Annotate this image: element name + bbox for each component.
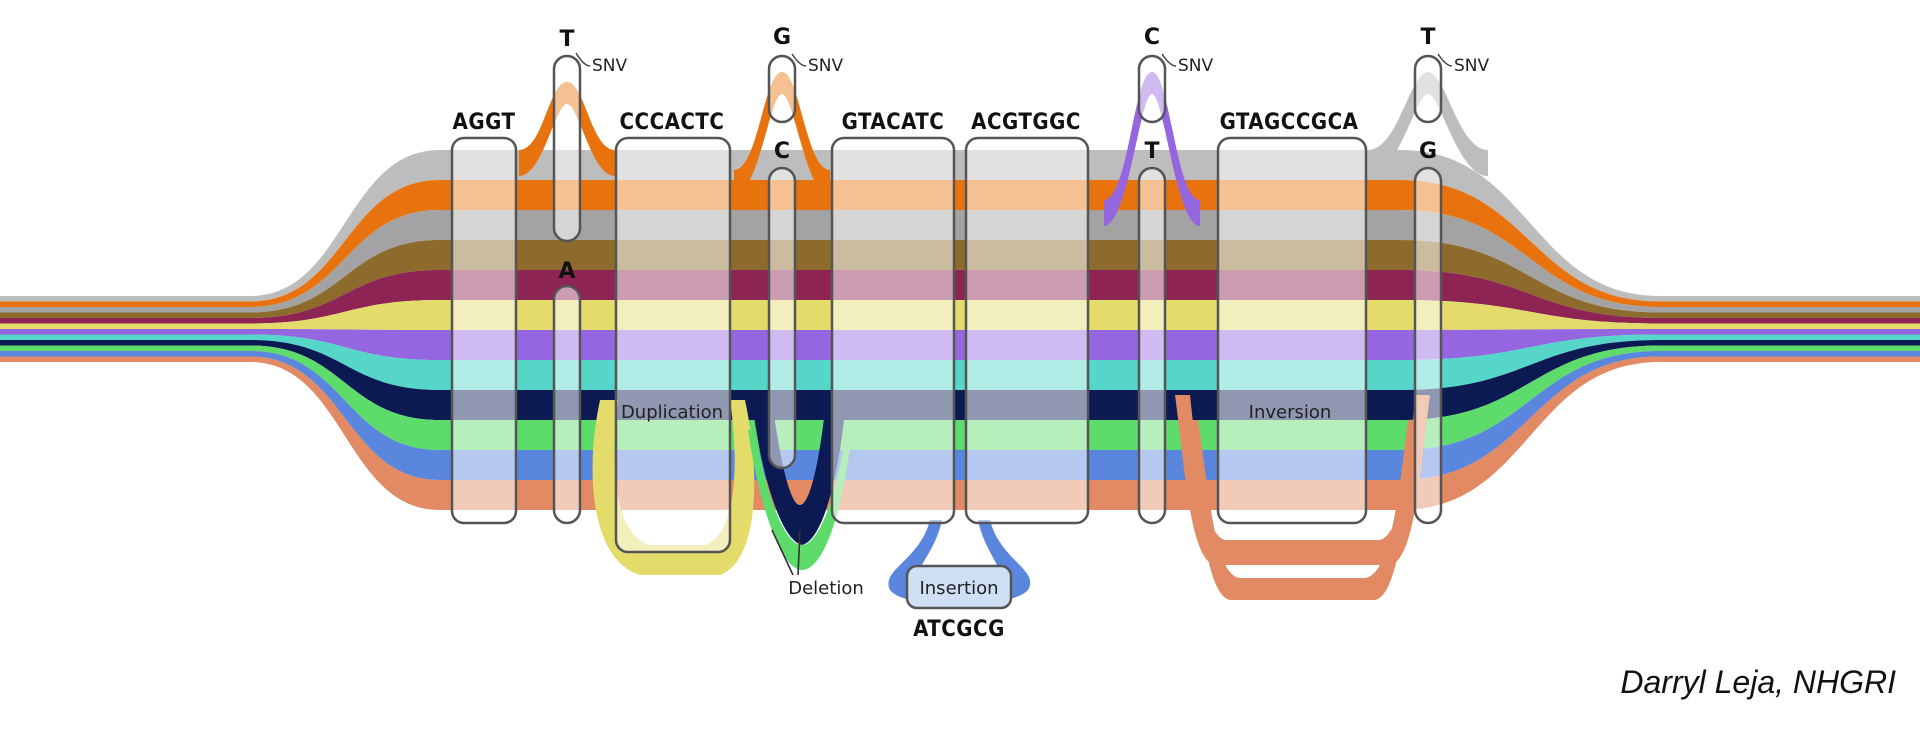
snv4-top-box [1413, 54, 1443, 124]
insertion-sequence: ATCGCG [913, 617, 1005, 642]
deletion-label: Deletion [788, 578, 864, 599]
snv4-bottom-box [1413, 166, 1443, 525]
insertion-node [905, 564, 1013, 610]
snv1-top-base: T [559, 27, 574, 52]
inversion-loop-1 [1175, 395, 1430, 565]
snv3-bump [1104, 72, 1200, 226]
node-acgtggc [964, 136, 1090, 525]
snv1-bottom-base: A [558, 259, 575, 284]
image-credit: Darryl Leja, NHGRI [1620, 664, 1896, 700]
snv3-bottom-base: T [1144, 139, 1159, 164]
snv3-top-base: C [1144, 25, 1160, 50]
inversion-label: Inversion [1249, 402, 1332, 423]
snv3-top-box [1137, 54, 1167, 124]
snv2-bump [734, 72, 830, 196]
snv2-top-base: G [773, 25, 791, 50]
snv2-tag: SNV [808, 56, 844, 76]
snv2-bottom-box [767, 166, 797, 470]
haplotype-ribbons [0, 72, 1920, 605]
insertion-loop [888, 520, 1031, 605]
node-label-gtacatc: GTACATC [842, 110, 945, 135]
node-boxes [450, 54, 1443, 554]
node-label-aggt: AGGT [453, 110, 516, 135]
duplication-loop [592, 400, 755, 575]
insertion-label: Insertion [919, 578, 998, 599]
snv3-bottom-box [1137, 166, 1167, 525]
node-label-gtagccgca: GTAGCCGCA [1220, 110, 1359, 135]
snv2-top-box [767, 54, 797, 124]
snv1-tag: SNV [592, 56, 628, 76]
snv2-bottom-base: C [774, 139, 790, 164]
node-gtagccgca [1216, 136, 1368, 525]
node-gtacatc [830, 136, 956, 525]
node-cccactc [614, 136, 732, 554]
snv3-tag: SNV [1178, 56, 1214, 76]
snv4-top-base: T [1420, 25, 1435, 50]
snv1-top-box [552, 54, 582, 243]
node-label-cccactc: CCCACTC [620, 110, 725, 135]
snv4-bottom-base: G [1419, 139, 1437, 164]
snv4-tag: SNV [1454, 56, 1490, 76]
node-label-acgtggc: ACGTGGC [971, 110, 1081, 135]
node-aggt [450, 136, 518, 525]
duplication-label: Duplication [621, 402, 723, 423]
snv1-bottom-box [552, 284, 582, 525]
